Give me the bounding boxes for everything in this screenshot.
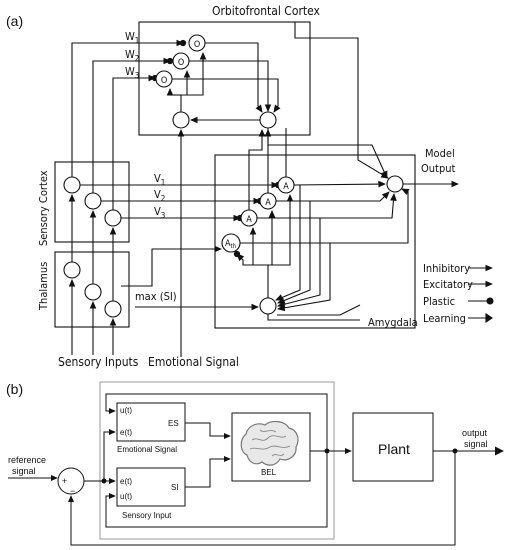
thalamus-label: Thalamus xyxy=(37,262,50,311)
w3-label: W3 xyxy=(125,65,139,80)
th-node-1 xyxy=(63,261,81,279)
thalamus-box xyxy=(54,251,130,328)
si-caption: Sensory Input xyxy=(122,511,172,520)
model-output-label-2: Output xyxy=(421,162,455,175)
sc-node-3 xyxy=(104,209,122,227)
es-input-u: u(t) xyxy=(120,406,132,415)
si-input-u: u(t) xyxy=(120,492,132,501)
sensory-cortex-box xyxy=(54,161,130,243)
w1-label: W1 xyxy=(125,30,139,45)
amygdala-box xyxy=(214,154,416,329)
panel-a xyxy=(54,21,494,357)
w2-label: W2 xyxy=(125,48,139,63)
th-node-2 xyxy=(84,283,102,301)
panel-a-labels: (a) Orbitofrontal Cortex W1 W2 W3 O O O … xyxy=(6,4,473,369)
orbitofrontal-title: Orbitofrontal Cortex xyxy=(212,4,321,18)
legend-inhibitory: Inhibitory xyxy=(423,262,470,275)
ofc-sum-node xyxy=(259,111,277,129)
o-node-2-label: O xyxy=(178,58,184,68)
sensory-cortex-label: Sensory Cortex xyxy=(37,170,50,246)
brain-icon xyxy=(240,420,299,466)
output-signal-label-2: signal xyxy=(464,439,488,449)
emotional-signal-label: Emotional Signal xyxy=(148,355,239,369)
a-node-2-label: A xyxy=(265,198,271,208)
o-node-3-label: O xyxy=(161,76,167,86)
bel-label: BEL xyxy=(261,468,277,477)
sum-minus: − xyxy=(70,486,75,496)
es-input-e: e(t) xyxy=(120,428,132,437)
amygdala-label: Amygdala xyxy=(368,316,418,329)
si-input-e: e(t) xyxy=(120,477,132,486)
model-output-label-1: Model xyxy=(425,147,455,160)
sc-node-2 xyxy=(84,192,102,210)
model-output-node xyxy=(386,175,404,193)
bel-subsystem-box xyxy=(99,381,335,540)
panel-b-labels: (b) reference signal + − u(t) e(t) ES Em… xyxy=(6,381,488,520)
panel-b xyxy=(8,381,504,546)
th-node-3 xyxy=(104,300,122,318)
reference-signal-label-1: reference xyxy=(8,455,46,465)
es-caption: Emotional Signal xyxy=(117,445,177,454)
o-node-1-label: O xyxy=(194,40,200,50)
plant-label: Plant xyxy=(378,441,410,457)
reference-signal-label-2: signal xyxy=(12,466,36,476)
es-output: ES xyxy=(168,419,179,428)
legend-plastic: Plastic xyxy=(423,295,455,308)
plant-block xyxy=(352,412,434,482)
amygdala-learning-node xyxy=(259,297,277,315)
a-node-3-label: A xyxy=(246,215,252,225)
sc-node-1 xyxy=(63,176,81,194)
v1-label: V1 xyxy=(154,172,165,187)
max-si-label: max (SI) xyxy=(135,290,177,303)
si-output: SI xyxy=(171,483,179,492)
sum-plus: + xyxy=(62,476,67,486)
v2-label: V2 xyxy=(154,188,165,203)
bel-block xyxy=(231,412,311,482)
panel-b-tag: (b) xyxy=(6,381,23,397)
panel-a-tag: (a) xyxy=(6,13,23,29)
v3-label: V3 xyxy=(154,205,165,220)
a-node-1-label: A xyxy=(283,182,289,192)
output-signal-label-1: output xyxy=(462,428,488,438)
ofc-error-node xyxy=(172,111,190,129)
emotional-signal-block xyxy=(116,402,186,442)
legend-excitatory: Excitatory xyxy=(423,278,473,291)
legend-learning: Learning xyxy=(423,312,466,325)
a-th-label: Ath xyxy=(225,239,236,250)
sensory-inputs-label: Sensory Inputs xyxy=(58,355,139,369)
